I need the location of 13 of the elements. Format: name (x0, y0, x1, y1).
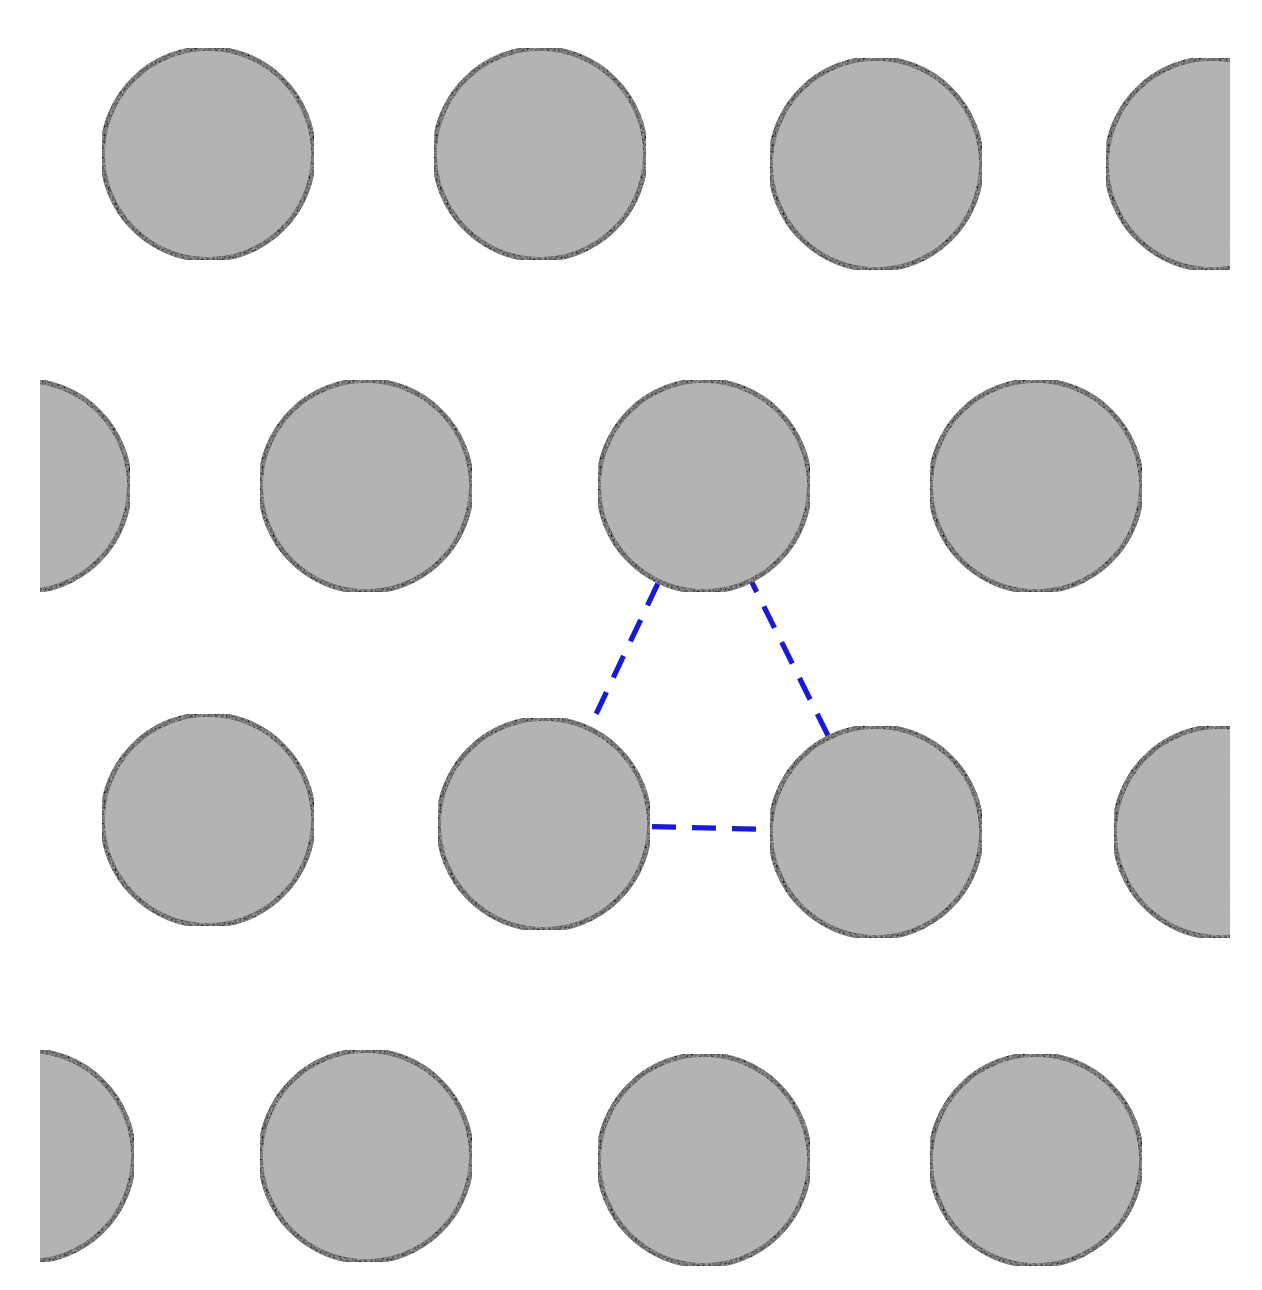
textured-disk (258, 1048, 474, 1264)
textured-disk (928, 1052, 1144, 1268)
textured-disk (432, 46, 648, 262)
textured-disk (100, 46, 316, 262)
dashed-line (749, 581, 831, 737)
textured-disk (596, 378, 812, 594)
textured-disk (768, 56, 984, 272)
textured-disk (928, 378, 1144, 594)
textured-disk (768, 724, 984, 940)
textured-disk (596, 1052, 812, 1268)
textured-disk (436, 716, 652, 932)
textured-disk (258, 378, 474, 594)
textured-disk (100, 712, 316, 928)
